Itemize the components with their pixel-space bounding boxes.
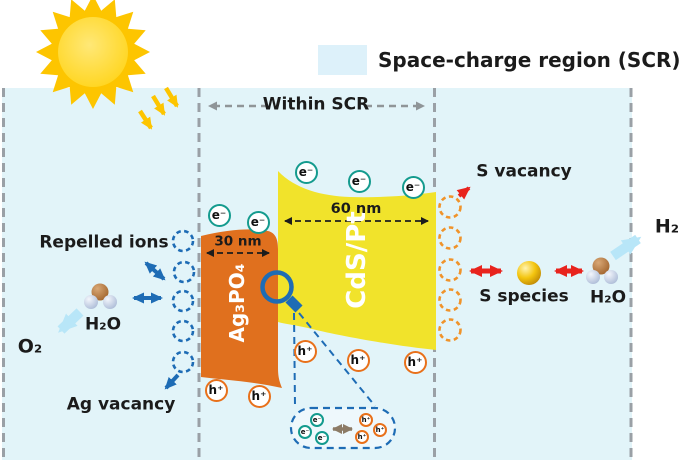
left-arrows xyxy=(57,261,180,390)
hydrogen-label: H₂ xyxy=(654,215,680,238)
s-vacancy-circles xyxy=(438,195,462,342)
hydrogen-atom xyxy=(84,295,98,309)
dimension-arrows xyxy=(206,217,429,257)
s-vacancy-label: S vacancy xyxy=(476,161,572,182)
hydrogen-atom xyxy=(586,270,600,284)
hydrogen-atom xyxy=(604,270,618,284)
width-60nm-label: 60 nm xyxy=(330,200,382,217)
sunlight-arrow xyxy=(138,109,153,130)
hole-badge-small: h⁺ xyxy=(373,423,387,437)
water-molecule-left xyxy=(84,283,117,309)
o2-evolution-arrow xyxy=(57,308,84,334)
magnifier-handle xyxy=(285,295,303,313)
hole-badge: h⁺ xyxy=(346,348,370,372)
s-vacancy-circle xyxy=(438,258,462,282)
s-species-label: S species xyxy=(479,286,569,307)
legend-title: Space-charge region (SCR) xyxy=(378,48,681,72)
electron-badge: e⁻ xyxy=(401,175,425,199)
h2-evolution-arrow xyxy=(610,234,642,261)
water-molecule-right xyxy=(586,257,618,284)
repelled-ion-circle xyxy=(171,350,195,374)
repelled-ion-circle xyxy=(171,289,195,313)
legend-swatch xyxy=(318,45,367,75)
hole-badge-small: h⁺ xyxy=(359,413,373,427)
oxygen-label: O₂ xyxy=(17,335,43,358)
s-vacancy-arrow xyxy=(456,186,471,200)
callout-line-left xyxy=(293,312,296,407)
repelled-ions-arrow-diagonal xyxy=(144,261,166,281)
hydrogen-atom xyxy=(103,295,117,309)
cds-pt-block xyxy=(278,171,436,350)
s-vacancy-circle xyxy=(438,195,462,219)
water-label-left: H₂O xyxy=(84,314,122,335)
cds-pt-label: CdS/Pt xyxy=(342,211,372,309)
s-vacancy-circle xyxy=(438,318,462,342)
repelled-ions-label: Repelled ions xyxy=(39,232,169,253)
electron-badge: e⁻ xyxy=(246,210,270,234)
sunlight-arrow xyxy=(164,86,179,108)
s-species-sphere xyxy=(517,261,541,285)
ag-vacancy-arrow xyxy=(164,373,180,390)
hole-badge: h⁺ xyxy=(403,350,427,374)
hole-badge: h⁺ xyxy=(247,384,271,408)
sun-icon xyxy=(36,0,150,109)
ag3po4-block xyxy=(201,229,282,388)
water-label-right: H₂O xyxy=(589,287,627,308)
oxygen-atom xyxy=(91,283,109,301)
hole-badge: h⁺ xyxy=(204,378,228,402)
repelled-ion-circles xyxy=(171,229,196,374)
within-scr-label: Within SCR xyxy=(262,94,370,115)
right-arrows xyxy=(456,186,642,277)
magnifier-icon xyxy=(260,270,294,304)
sunlight-arrows xyxy=(138,86,179,130)
hole-badge: h⁺ xyxy=(293,339,317,363)
callout-line-right xyxy=(298,312,376,407)
ag3po4-label: Ag₃PO₄ xyxy=(225,263,249,343)
hole-badge-small: h⁺ xyxy=(355,430,369,444)
repelled-ion-circle xyxy=(171,319,195,343)
s-vacancy-circle xyxy=(438,226,462,250)
sunlight-arrow xyxy=(151,94,166,116)
width-30nm-label: 30 nm xyxy=(214,233,262,250)
ag-vacancy-label: Ag vacancy xyxy=(66,394,176,415)
electron-badge-small: e⁻ xyxy=(298,425,312,439)
electron-badge: e⁻ xyxy=(294,160,318,184)
repelled-ion-circle xyxy=(172,260,196,284)
electron-badge: e⁻ xyxy=(207,203,231,227)
s-vacancy-circle xyxy=(438,288,462,312)
oxygen-atom xyxy=(592,257,610,275)
electron-badge-small: e⁻ xyxy=(310,413,324,427)
electron-badge-small: e⁻ xyxy=(315,431,329,445)
repelled-ion-circle xyxy=(171,229,195,253)
electron-badge: e⁻ xyxy=(347,169,371,193)
